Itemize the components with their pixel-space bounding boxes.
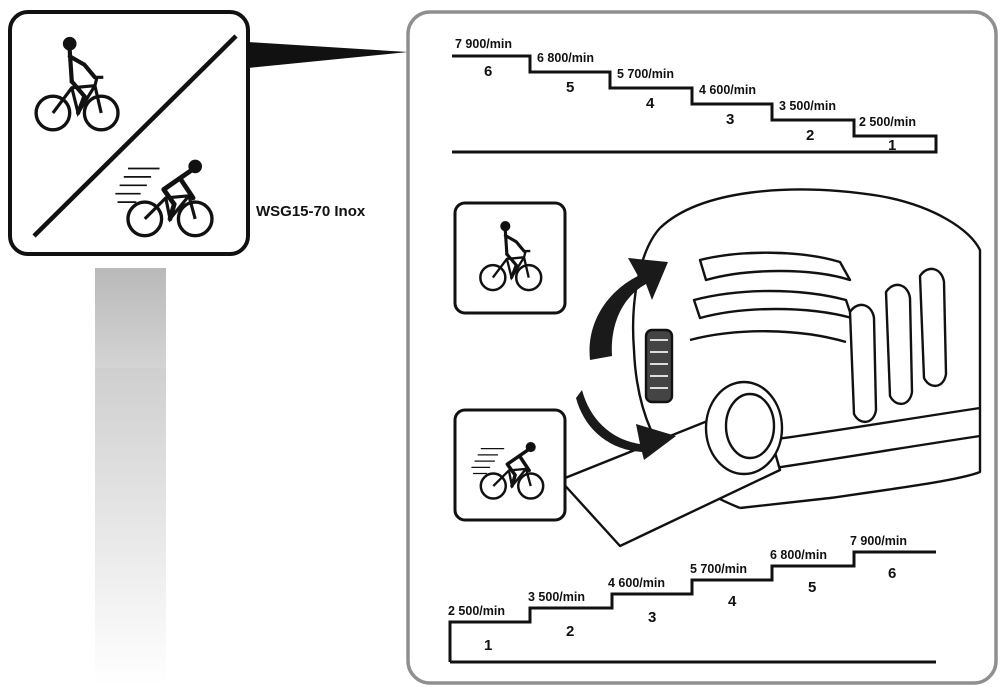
speed-label: 6 800/min xyxy=(537,51,594,65)
gradient-bar-top xyxy=(95,268,166,368)
fast-mode-icon-box xyxy=(453,408,567,522)
detail-panel xyxy=(406,10,998,685)
speed-label: 4 600/min xyxy=(699,83,756,97)
slow-mode-icon-box xyxy=(453,201,567,315)
speed-label: 5 700/min xyxy=(690,562,747,576)
speed-label: 5 700/min xyxy=(617,67,674,81)
step-number: 6 xyxy=(484,63,492,80)
step-number: 1 xyxy=(888,137,896,154)
curved-arrow-icon xyxy=(576,390,676,460)
speed-label: 3 500/min xyxy=(528,590,585,604)
speed-label: 6 800/min xyxy=(770,548,827,562)
callout-pointer xyxy=(248,42,408,68)
step-number: 5 xyxy=(808,579,816,596)
bottom-speed-scale: 2 500/min 1 3 500/min 2 4 600/min 3 5 70… xyxy=(448,534,936,664)
speed-label: 4 600/min xyxy=(608,576,665,590)
model-label: WSG15-70 Inox xyxy=(256,203,366,220)
speed-label: 7 900/min xyxy=(455,37,512,51)
angle-grinder-icon xyxy=(558,188,982,548)
step-number: 1 xyxy=(484,637,492,654)
step-number: 6 xyxy=(888,565,896,582)
step-number: 3 xyxy=(648,609,656,626)
top-speed-scale: 7 900/min 6 6 800/min 5 5 700/min 4 4 60… xyxy=(452,37,938,154)
step-number: 2 xyxy=(806,127,814,144)
speed-label: 7 900/min xyxy=(850,534,907,548)
step-number: 3 xyxy=(726,111,734,128)
step-number: 4 xyxy=(728,593,737,610)
speed-label: 2 500/min xyxy=(448,604,505,618)
curved-arrow-icon xyxy=(589,258,668,360)
speed-mode-badge xyxy=(8,10,250,256)
speed-label: 2 500/min xyxy=(859,115,916,129)
step-number: 4 xyxy=(646,95,655,112)
step-number: 5 xyxy=(566,79,574,96)
gradient-bar-bottom xyxy=(95,368,166,685)
speed-label: 3 500/min xyxy=(779,99,836,113)
step-number: 2 xyxy=(566,623,574,640)
